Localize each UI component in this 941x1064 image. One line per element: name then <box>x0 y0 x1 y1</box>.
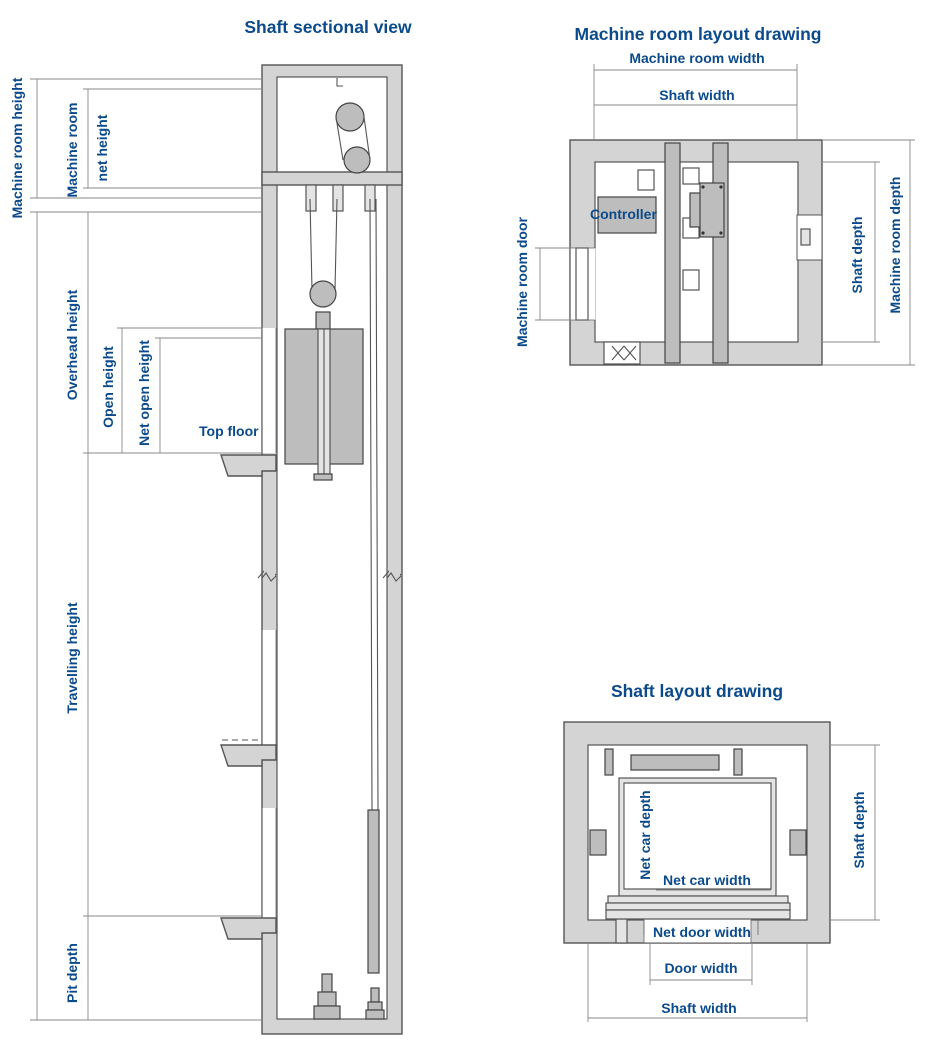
car-rail-right <box>789 829 807 856</box>
label-machine-room-door: Machine room door <box>514 217 530 347</box>
label-shaft-depth-mr: Shaft depth <box>849 217 865 294</box>
label-net-height: net height <box>94 114 110 181</box>
counterweight-plan <box>630 754 720 771</box>
machine-room-dimensions <box>535 64 915 366</box>
rope-hole <box>682 167 700 185</box>
pit-buffers <box>313 973 385 1020</box>
label-open-height: Open height <box>100 346 116 428</box>
label-overhead-height: Overhead height <box>64 289 80 400</box>
label-top-floor: Top floor <box>199 423 259 439</box>
shaft-walls <box>257 64 403 1035</box>
shaft-layout: Shaft layout drawing <box>563 681 880 1022</box>
support-beam-left <box>664 142 681 364</box>
cw-rail-right <box>733 748 743 776</box>
car-rail-left <box>589 829 607 856</box>
support-beam-right <box>712 142 729 364</box>
label-shaft-width-bottom: Shaft width <box>661 1000 736 1016</box>
elevator-car <box>284 311 364 481</box>
equipment-box <box>637 169 655 191</box>
label-net-car-depth: Net car depth <box>637 790 653 879</box>
sectional-view-title: Shaft sectional view <box>244 17 412 37</box>
sectional-dimensions <box>30 78 262 1021</box>
label-net-car-width: Net car width <box>663 872 751 888</box>
shaft-sectional-view: Shaft sectional view <box>9 17 412 1035</box>
traction-machine <box>305 78 379 811</box>
label-machine-room: Machine room <box>64 103 80 198</box>
shaft-layout-title: Shaft layout drawing <box>611 681 783 701</box>
machine-room-layout: Machine room layout drawing <box>514 24 915 366</box>
shaft-layout-dimensions <box>587 744 880 1022</box>
label-machine-room-width: Machine room width <box>629 50 764 66</box>
traction-machine-plan <box>699 182 725 238</box>
label-shaft-width-top: Shaft width <box>659 87 734 103</box>
label-travelling-height: Travelling height <box>64 602 80 714</box>
counterweight <box>367 809 380 974</box>
cw-rail-left <box>604 748 614 776</box>
label-machine-room-height: Machine room height <box>9 77 25 218</box>
controller-cabinet <box>597 196 657 234</box>
machine-room-layout-title: Machine room layout drawing <box>575 24 822 44</box>
label-net-open-height: Net open height <box>136 340 152 446</box>
label-net-door-width: Net door width <box>653 924 751 940</box>
label-machine-room-depth: Machine room depth <box>887 177 903 314</box>
label-pit-depth: Pit depth <box>64 943 80 1003</box>
floor-landings <box>220 454 277 940</box>
label-door-width: Door width <box>664 960 737 976</box>
label-shaft-depth-plan: Shaft depth <box>851 792 867 869</box>
rope-hole <box>682 269 700 291</box>
car-plan <box>605 777 791 920</box>
label-controller: Controller <box>590 206 657 222</box>
